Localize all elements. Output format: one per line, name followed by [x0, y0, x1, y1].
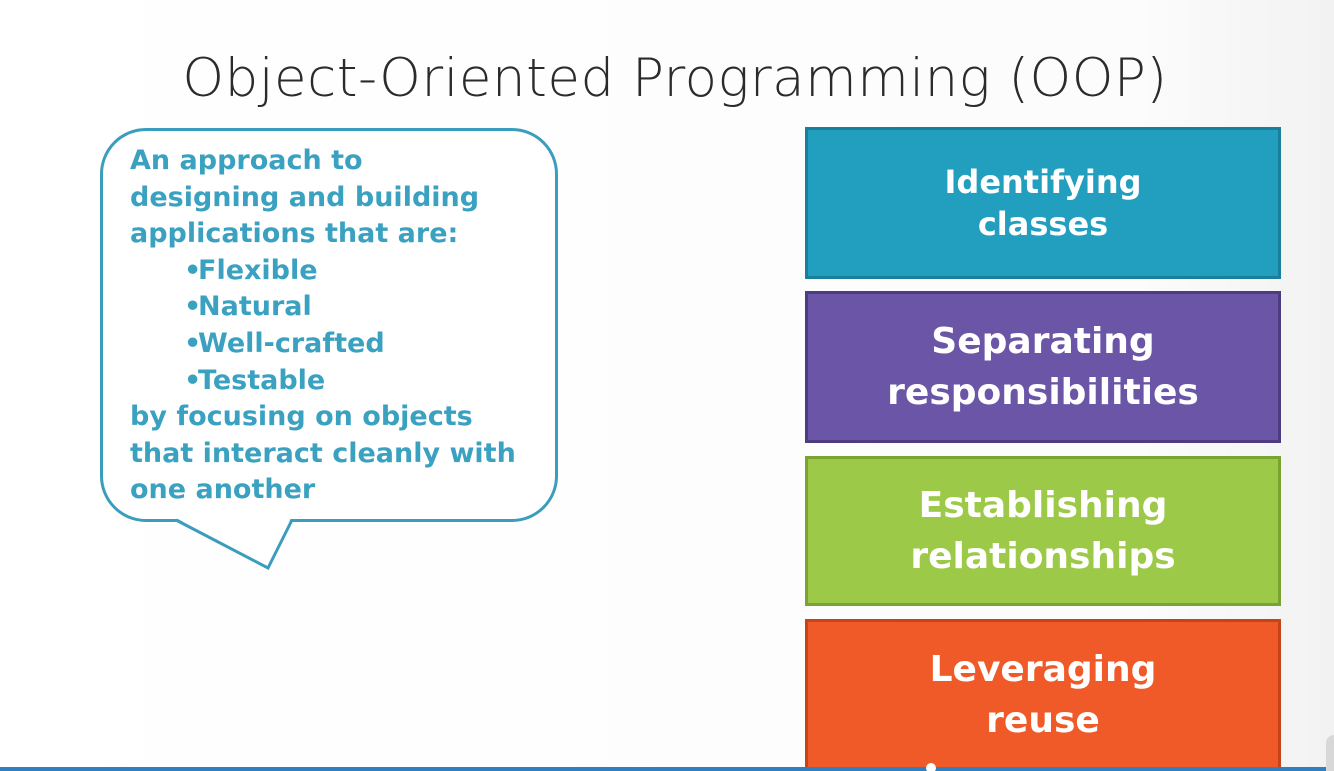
bubble-outro-line: by focusing on objects: [130, 401, 473, 433]
step-label-line: Establishing: [918, 485, 1168, 526]
step-box-separating-responsibilities: Separating responsibilities: [805, 291, 1281, 443]
bullet-item: •Well-crafted: [130, 326, 540, 363]
step-box-identifying-classes: Identifying classes: [805, 127, 1281, 279]
bubble-intro-line: applications that are:: [130, 218, 459, 250]
bullet-label: Well-crafted: [198, 327, 385, 359]
step-label-line: Leveraging: [929, 649, 1157, 690]
player-edge: [1326, 735, 1334, 771]
oop-steps: Identifying classes Separating responsib…: [805, 127, 1281, 771]
step-label-line: Identifying: [944, 163, 1142, 201]
speech-bubble: [100, 128, 558, 522]
bullet-item: •Flexible: [130, 253, 540, 290]
bullet-label: Flexible: [198, 254, 318, 286]
video-progress-bar[interactable]: [0, 767, 1334, 771]
bullet-icon: •: [184, 291, 202, 323]
step-box-leveraging-reuse: Leveraging reuse: [805, 619, 1281, 771]
step-label-line: reuse: [986, 700, 1100, 741]
slide-title: Object-Oriented Programming (OOP): [182, 48, 1168, 109]
bubble-text: An approach to designing and building ap…: [130, 143, 540, 509]
step-label-line: classes: [977, 205, 1109, 243]
bubble-intro-line: designing and building: [130, 181, 480, 213]
step-label-line: relationships: [910, 536, 1176, 577]
step-label-line: responsibilities: [887, 372, 1199, 413]
video-progress-handle[interactable]: [926, 763, 936, 771]
step-box-establishing-relationships: Establishing relationships: [805, 456, 1281, 606]
bullet-list: •Flexible •Natural •Well-crafted •Testab…: [130, 253, 540, 399]
bubble-outro-line: one another: [130, 474, 316, 506]
step-label-line: Separating: [931, 321, 1155, 362]
bullet-icon: •: [184, 364, 202, 396]
bullet-item: •Testable: [130, 363, 540, 400]
bullet-icon: •: [184, 327, 202, 359]
bullet-item: •Natural: [130, 289, 540, 326]
bullet-icon: •: [184, 254, 202, 286]
bullet-label: Testable: [198, 364, 326, 396]
bubble-intro-line: An approach to: [130, 145, 363, 176]
bubble-outro-line: that interact cleanly with: [130, 437, 516, 469]
bullet-label: Natural: [198, 291, 312, 323]
